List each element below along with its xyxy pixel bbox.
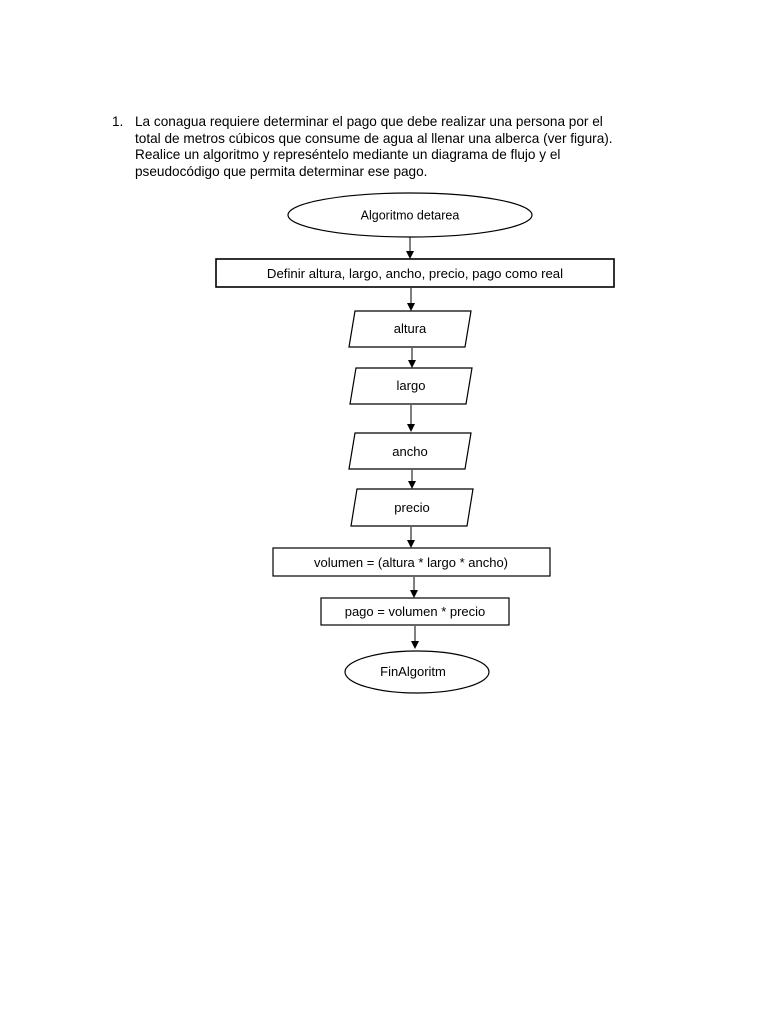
input-altura: altura [348,310,472,348]
end-terminator-label: FinAlgoritm [380,664,446,679]
input-largo: largo [349,367,473,405]
declaration-box: Definir altura, largo, ancho, precio, pa… [215,258,615,288]
input-ancho-label: ancho [392,444,427,459]
payment-process-box: pago = volumen * precio [320,597,510,626]
volume-process-label: volumen = (altura * largo * ancho) [314,555,508,570]
end-terminator: FinAlgoritm [344,650,490,694]
start-terminator-label: Algoritmo detarea [361,209,460,223]
input-precio-label: precio [394,500,429,515]
question-number: 1. [112,114,124,129]
volume-process-box: volumen = (altura * largo * ancho) [272,547,551,577]
question-line-1: La conagua requiere determinar el pago q… [135,114,603,129]
input-precio: precio [350,488,474,527]
input-ancho: ancho [348,432,472,470]
input-altura-label: altura [394,321,427,336]
question-text: La conagua requiere determinar el pago q… [135,114,695,180]
start-terminator: Algoritmo detarea [287,192,533,238]
question-line-2: total de metros cúbicos que consume de a… [135,130,613,146]
payment-process-label: pago = volumen * precio [345,604,486,619]
question-line-3: Realice un algoritmo y represéntelo medi… [135,147,561,162]
declaration-label: Definir altura, largo, ancho, precio, pa… [267,266,563,281]
question-line-4: pseudocódigo que permita determinar ese … [135,163,428,179]
input-largo-label: largo [397,378,426,393]
